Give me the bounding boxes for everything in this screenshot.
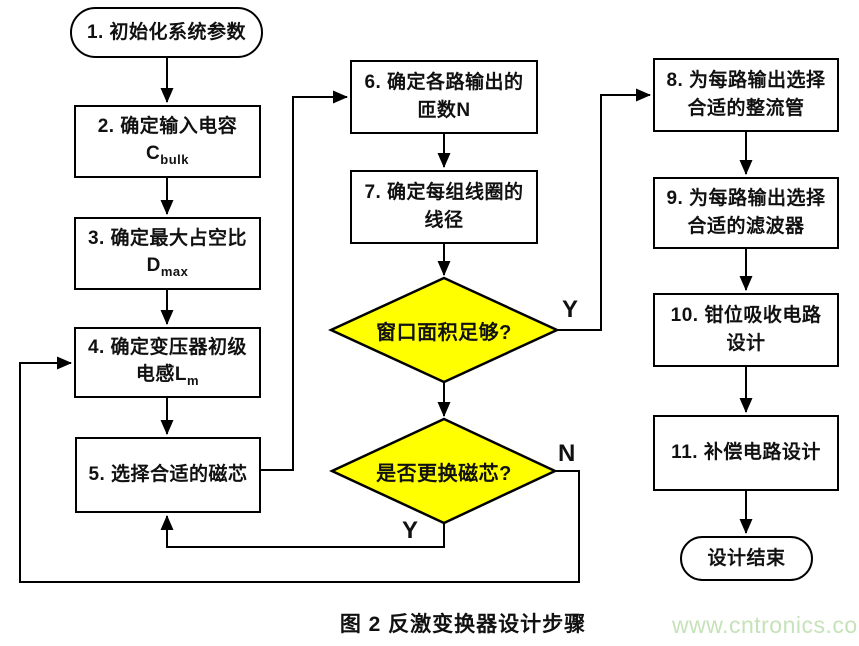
node-step6-line2: 匝数N — [417, 100, 471, 121]
node-step7: 7. 确定每组线圈的 线径 — [350, 170, 538, 244]
node-step4-line1: 4. 确定变压器初级 — [87, 336, 248, 358]
node-step11-label: 11. 补偿电路设计 — [671, 442, 821, 464]
node-step3: 3. 确定最大占空比 Dmax — [74, 217, 261, 290]
node-step2-line2: Cbulk — [146, 143, 189, 168]
decision-window-diamond — [328, 276, 560, 384]
node-step2-line1: 2. 确定输入电容 — [97, 115, 238, 137]
node-step4: 4. 确定变压器初级 电感Lm — [74, 327, 261, 398]
node-step6-line1: 6. 确定各路输出的 — [364, 72, 524, 94]
edge-step5-to-step6 — [260, 90, 348, 471]
edge-decision-window-yes-to-step8 — [557, 88, 651, 331]
node-step11: 11. 补偿电路设计 — [653, 415, 839, 491]
watermark-text: www.cntronics.com — [672, 612, 859, 638]
branch-label-window-yes: Y — [562, 296, 579, 323]
decision-core-diamond — [329, 417, 558, 525]
node-step4-line2: 电感Lm — [135, 364, 200, 389]
node-step8-line2: 合适的整流管 — [687, 98, 805, 119]
node-end-label: 设计结束 — [707, 547, 786, 569]
node-start-label: 1. 初始化系统参数 — [86, 21, 247, 43]
branch-label-core-yes: Y — [402, 517, 419, 544]
node-step7-line2: 线径 — [424, 210, 464, 231]
branch-label-core-no: N — [558, 440, 576, 467]
node-start: 1. 初始化系统参数 — [70, 7, 263, 58]
node-step10-line2: 设计 — [726, 333, 766, 354]
edge-decision-core-no-to-step4 — [19, 356, 580, 583]
figure-caption: 图 2 反激变换器设计步骤 — [339, 613, 587, 636]
node-step2: 2. 确定输入电容 Cbulk — [74, 105, 261, 178]
node-step5-label: 5. 选择合适的磁芯 — [88, 464, 248, 486]
node-step7-line1: 7. 确定每组线圈的 — [364, 182, 524, 204]
node-step9-line1: 9. 为每路输出选择 — [666, 188, 826, 210]
node-step5: 5. 选择合适的磁芯 — [75, 437, 261, 513]
node-step8: 8. 为每路输出选择 合适的整流管 — [653, 58, 839, 132]
node-step9-line2: 合适的滤波器 — [687, 216, 805, 237]
node-end: 设计结束 — [680, 536, 813, 581]
node-step10: 10. 钳位吸收电路 设计 — [653, 293, 839, 367]
node-step3-line2: Dmax — [146, 255, 189, 280]
node-step10-line1: 10. 钳位吸收电路 — [670, 305, 822, 327]
decision-window-label: 窗口面积足够? — [376, 321, 512, 344]
node-step3-line1: 3. 确定最大占空比 — [87, 227, 248, 249]
edge-decision-core-yes-to-step5 — [160, 515, 445, 548]
decision-core-label: 是否更换磁芯? — [376, 462, 512, 485]
node-step9: 9. 为每路输出选择 合适的滤波器 — [653, 177, 839, 249]
node-step6: 6. 确定各路输出的 匝数N — [350, 60, 538, 134]
node-step8-line1: 8. 为每路输出选择 — [666, 70, 826, 92]
